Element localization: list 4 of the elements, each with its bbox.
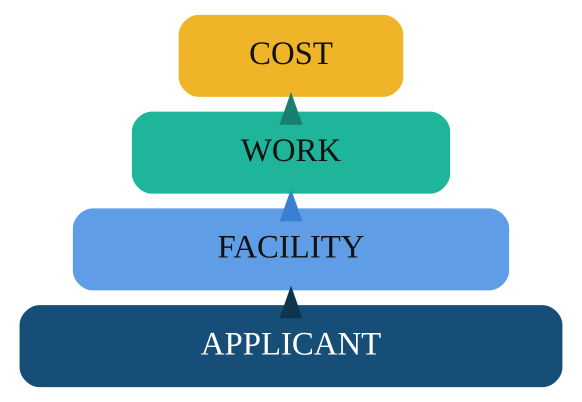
arrow bbox=[280, 92, 302, 125]
arrow bbox=[280, 188, 302, 222]
arrow bbox=[280, 285, 302, 318]
node-box: COST bbox=[178, 14, 404, 97]
